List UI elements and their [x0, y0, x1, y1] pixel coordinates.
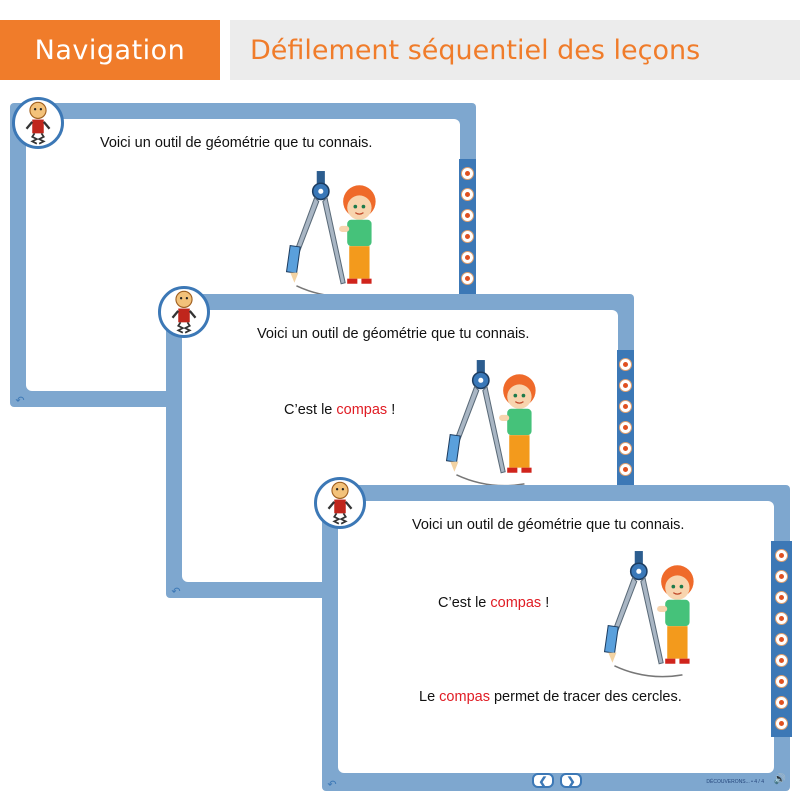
keyword-compas: compas — [336, 402, 388, 418]
chevron-left-icon: ❮ — [538, 776, 548, 788]
lesson-window-step-3: Voici un outil de géométrie que tu conna… — [314, 477, 792, 791]
line3-suffix: permet de tracer des cercles. — [489, 689, 682, 705]
lesson-line-1: Voici un outil de géométrie que tu conna… — [412, 517, 685, 533]
lesson-line-3: Le compas permet de tracer des cercles. — [419, 689, 682, 705]
navigation-title: Navigation — [0, 20, 220, 80]
line2-suffix: ! — [541, 595, 550, 611]
compass-boy-illustration — [285, 170, 377, 298]
mascot-icon — [327, 481, 353, 525]
lesson-index-strip[interactable] — [459, 159, 476, 295]
line2-prefix: C’est le — [438, 595, 491, 611]
lesson-line-2: C’est le compas ! — [284, 402, 395, 418]
previous-button[interactable]: ❮ — [532, 773, 554, 788]
return-arrow-icon[interactable]: ↶ — [15, 395, 25, 407]
lesson-index-strip[interactable] — [617, 350, 634, 486]
mascot-icon — [25, 101, 51, 145]
chevron-right-icon: ❯ — [566, 776, 576, 788]
section-subtitle: Défilement séquentiel des leçons — [230, 20, 800, 80]
line2-prefix: C’est le — [284, 402, 337, 418]
lesson-line-2: C’est le compas ! — [438, 595, 549, 611]
line3-prefix: Le — [419, 689, 440, 705]
compass-boy-illustration — [603, 550, 695, 678]
return-arrow-icon[interactable]: ↶ — [171, 586, 181, 598]
mascot-avatar[interactable] — [314, 477, 366, 529]
mascot-avatar[interactable] — [12, 97, 64, 149]
lesson-window-step-1: Voici un outil de géométrie que tu conna… — [10, 97, 476, 407]
keyword-compas: compas — [439, 689, 490, 705]
lesson-line-1: Voici un outil de géométrie que tu conna… — [257, 326, 530, 342]
bottom-navigation-bar: ❮ ❯ DÉCOUVERONS... • 4 / 4 🔊 — [338, 773, 790, 791]
lesson-index-strip[interactable] — [771, 541, 792, 737]
mascot-icon — [171, 290, 197, 334]
return-arrow-icon[interactable]: ↶ — [327, 779, 337, 791]
compass-boy-illustration — [445, 359, 537, 487]
speaker-icon[interactable]: 🔊 — [773, 774, 786, 785]
line2-suffix: ! — [387, 402, 396, 418]
keyword-compas: compas — [490, 595, 542, 611]
mascot-avatar[interactable] — [158, 286, 210, 338]
next-button[interactable]: ❯ — [560, 773, 582, 788]
page-indicator: DÉCOUVERONS... • 4 / 4 — [706, 779, 764, 785]
lesson-line-1: Voici un outil de géométrie que tu conna… — [100, 135, 373, 151]
lesson-content: Voici un outil de géométrie que tu conna… — [338, 501, 774, 773]
